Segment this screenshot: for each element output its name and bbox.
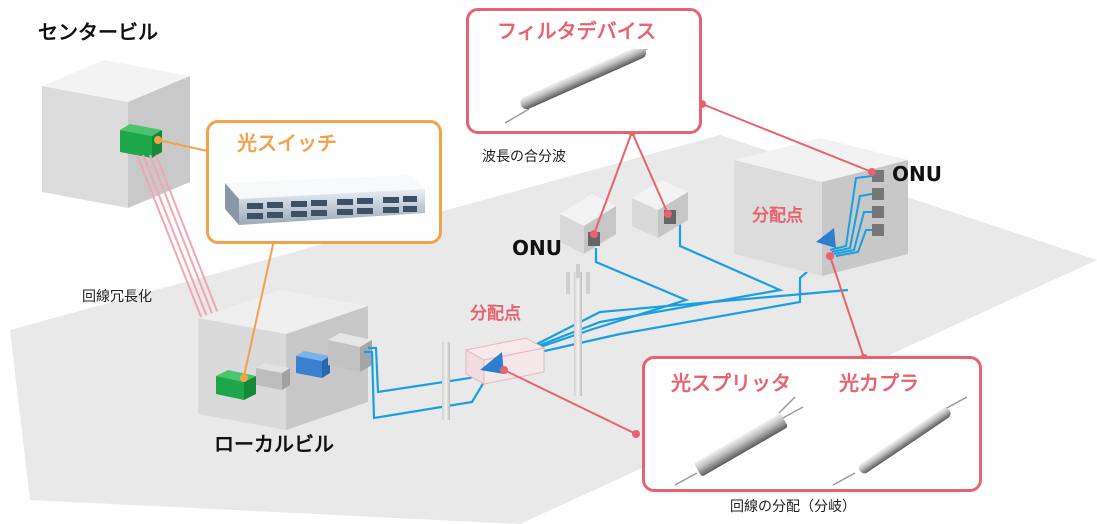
optical-coupler-image	[832, 396, 968, 486]
antenna-elements	[566, 264, 590, 294]
switch-connector-dot-top	[154, 136, 162, 144]
utility-pole-antenna	[574, 272, 582, 396]
right-onu-stack	[872, 170, 884, 236]
right-fibers	[829, 175, 873, 257]
optical-splitter-image	[674, 396, 804, 486]
splitter-point-right-label: 分配点	[752, 206, 803, 226]
center-building-label: センタービル	[38, 20, 158, 44]
filter-device-title: フィルタデバイス	[497, 19, 656, 43]
optical-switch-image	[225, 175, 425, 225]
switch-connector-dot-local	[240, 374, 248, 382]
local-equipment	[216, 333, 372, 400]
line-distribution-label: 回線の分配（分岐）	[730, 499, 856, 515]
local-building-label: ローカルビル	[214, 432, 334, 456]
mid-splitter-dot	[500, 366, 508, 374]
right-splitter-dot	[826, 252, 834, 260]
line-redundancy-label: 回線冗長化	[82, 289, 152, 305]
onu-left-label: ONU	[512, 236, 562, 260]
coupler-callout-dot-left	[632, 430, 640, 438]
red-connector-lines	[503, 103, 873, 435]
optical-coupler-title: 光カプラ	[839, 371, 919, 395]
center-optical-switch	[120, 124, 162, 158]
house-right-dot	[664, 210, 672, 218]
utility-pole-left	[442, 342, 450, 420]
wavelength-mux-label: 波長の合分波	[482, 149, 566, 165]
onu-right-dot	[868, 168, 876, 176]
splitter-box-mid	[464, 337, 546, 385]
optical-switch-callout: 光スイッチ	[206, 120, 442, 244]
switch-callout-connectors	[157, 139, 275, 377]
filter-device-callout: フィルタデバイス	[466, 8, 702, 134]
splitter-point-mid-label: 分配点	[470, 304, 521, 324]
right-splitter	[816, 228, 836, 248]
house-left-dot	[590, 230, 598, 238]
filter-device-image	[504, 49, 649, 124]
onu-right-label: ONU	[892, 162, 942, 186]
optical-switch-title: 光スイッチ	[237, 131, 337, 155]
splitter-coupler-callout: 光スプリッタ 光カプラ	[642, 356, 982, 492]
optical-splitter-title: 光スプリッタ	[671, 371, 791, 395]
